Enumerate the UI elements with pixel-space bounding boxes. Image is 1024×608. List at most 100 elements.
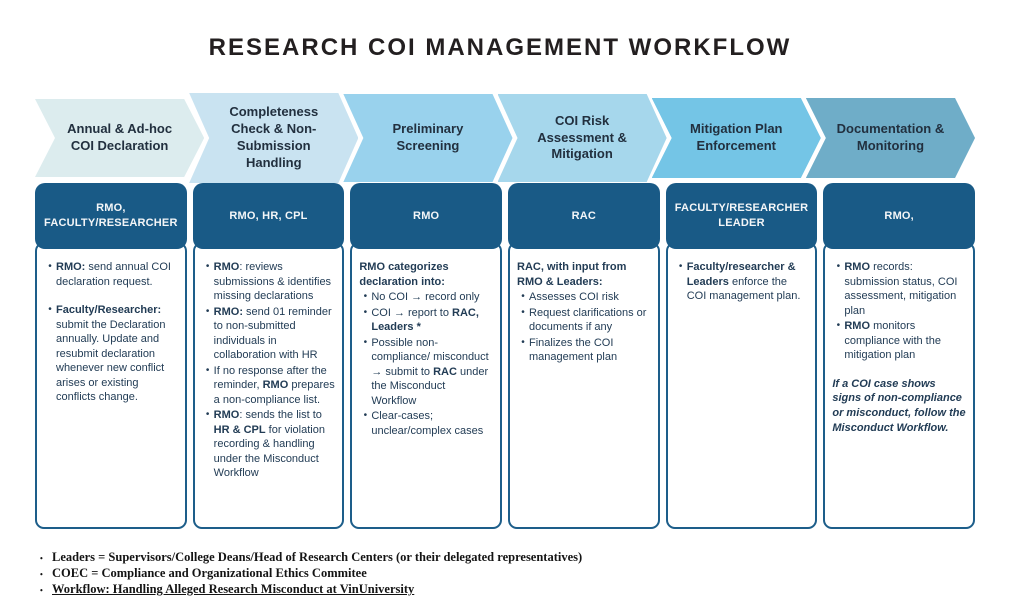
text-segment: HR & CPL — [213, 423, 266, 436]
text-segment: with input from — [543, 261, 627, 273]
text-segment: for violation recording & handling under… — [213, 423, 325, 480]
detail-note: If a COI case shows signs of non-complia… — [832, 377, 966, 436]
stage-detail-box: •RMO records: submission status, COI ass… — [823, 242, 976, 529]
detail-text: RMO: reviews submissions & identifies mi… — [214, 260, 336, 304]
role-line: LEADER — [718, 217, 765, 229]
bullet-dot-icon: • — [205, 364, 210, 376]
stage-column: RMO, •RMO records: submission status, CO… — [823, 183, 976, 529]
bullet-dot-icon: • — [521, 336, 525, 348]
stage-detail-box: •Faculty/researcher & Leaders enforce th… — [665, 242, 818, 529]
bullet-dot-icon: • — [205, 409, 210, 421]
footnote-text: Leaders = Supervisors/College Deans/Head… — [52, 550, 583, 564]
stage-detail-box: RMO categorizes declaration into:•No COI… — [350, 242, 503, 529]
detail-text: RMO monitors compliance with the mitigat… — [844, 319, 966, 363]
detail-text: COI → report to RAC, Leaders * — [371, 306, 493, 335]
text-segment: COI → report to — [371, 306, 453, 319]
detail-bullet: •No COI → record only — [359, 290, 493, 305]
text-segment: RMO: — [56, 261, 86, 273]
stage-role-text: RMO, — [884, 209, 914, 224]
stage-chevron: Preliminary Screening — [343, 94, 512, 182]
stage-chevron: Annual & Ad-hoc COI Declaration — [35, 99, 204, 177]
detail-text: Finalizes the COI management plan — [529, 336, 651, 365]
text-segment: Clear-cases; unclear/complex cases — [371, 410, 484, 437]
detail-bullet: •COI → report to RAC, Leaders * — [359, 306, 493, 335]
text-segment: Request clarifications or documents if a… — [529, 306, 647, 334]
bullet-dot-icon: • — [40, 554, 43, 563]
text-segment: enforce the COI management plan. — [686, 275, 801, 303]
stage-column: RAC RAC, with input from RMO & Leaders: •… — [508, 183, 660, 529]
detail-text: RMO: send annual COI declaration request… — [56, 260, 178, 289]
stage-detail-box: • RMO: reviews submissions & identifies m… — [192, 242, 345, 529]
text-segment: RMO — [844, 320, 871, 333]
stage-chevron-label: Preliminary Screening — [392, 121, 464, 153]
stage-chevron: Completeness Check & Non-Submission Hand… — [189, 93, 358, 183]
text-segment: RAC, — [517, 261, 544, 273]
stage-column: RMO,FACULTY/RESEARCHER • RMO: send annual… — [35, 183, 187, 529]
bullet-dot-icon: • — [836, 261, 841, 272]
detail-bullet: •RMO: send 01 reminder to non-submitted … — [202, 305, 336, 363]
footnote-item: • Leaders = Supervisors/College Deans/Hea… — [40, 549, 1000, 565]
text-segment: Possible non-compliance/ misconduct → su… — [371, 336, 489, 378]
text-segment: Faculty/Researcher: — [56, 304, 162, 317]
footnote-text: COEC = Compliance and Organizational Eth… — [52, 566, 367, 580]
bullet-dot-icon: • — [363, 410, 368, 422]
bullet-dot-icon: • — [678, 261, 683, 272]
bullet-dot-icon: • — [48, 261, 52, 272]
detail-bullet: • Request clarifications or documents if … — [517, 306, 651, 335]
detail-bullet: •Clear-cases; unclear/complex cases — [359, 409, 493, 438]
text-segment: RMO: — [213, 305, 243, 318]
text-segment: RMO & Leaders: — [517, 275, 603, 288]
detail-heading: RMO categorizes declaration into: — [359, 260, 493, 289]
stage-column: FACULTY/RESEARCHER LEADER •Faculty/resear… — [665, 183, 818, 529]
text-segment: RMO — [844, 261, 871, 273]
stage-role-text: FACULTY/RESEARCHER LEADER — [675, 201, 809, 231]
stage-role-box: RMO, HR, CPL — [192, 183, 345, 249]
stage-columns: RMO,FACULTY/RESEARCHER •RMO: send annual… — [35, 183, 976, 529]
text-segment: RMO — [262, 379, 289, 392]
stage-details: • RMO: reviews submissions & identifies m… — [202, 260, 336, 481]
text-segment: Faculty/researcher & Leaders — [686, 261, 796, 288]
stage-role-box: RAC — [508, 183, 660, 249]
detail-bullet: • If no response after the reminder, RMO … — [202, 364, 336, 408]
stage-role-text: RMO,FACULTY/RESEARCHER — [44, 201, 178, 231]
stage-role-text: RMO, HR, CPL — [229, 209, 307, 224]
detail-bullet: •RMO monitors compliance with the mitiga… — [832, 319, 966, 363]
role-line: RMO, — [884, 209, 914, 222]
stage-chevron-label: Completeness Check & Non-Submission Hand… — [229, 104, 319, 170]
text-segment: monitors compliance with the mitigation … — [844, 320, 941, 362]
stage-column: RMO, HR, CPL • RMO: reviews submissions &… — [192, 183, 345, 529]
stage-role-text: RAC — [572, 209, 596, 224]
detail-bullet: •RMO records: submission status, COI ass… — [832, 260, 966, 318]
stage-role-box: RMO — [350, 183, 503, 249]
detail-text: Clear-cases; unclear/complex cases — [371, 409, 493, 438]
text-segment: If no response after the reminder, — [213, 364, 327, 392]
text-segment: RMO categorizes declaration into: — [359, 261, 449, 288]
footnote-item: • Workflow: Handling Alleged Research Mis… — [40, 581, 1000, 597]
role-line: FACULTY/RESEARCHER — [674, 202, 809, 215]
role-line: RMO, HR, CPL — [229, 209, 308, 222]
stage-chevron-label: Documentation & Monitoring — [836, 121, 945, 153]
text-segment: submit the Declaration annually. Update … — [56, 318, 166, 404]
detail-heading: RAC, with input from RMO & Leaders: — [517, 260, 651, 289]
workflow-link[interactable]: Workflow: Handling Alleged Research Misc… — [52, 582, 415, 596]
detail-text: If no response after the reminder, RMO p… — [214, 364, 336, 408]
bullet-dot-icon: • — [205, 305, 210, 317]
text-segment: records: submission status, COI assessme… — [844, 261, 958, 317]
stage-details: RMO categorizes declaration into:•No COI… — [359, 260, 493, 438]
text-segment: RMO — [213, 409, 240, 422]
role-line: RMO, — [96, 202, 126, 215]
bullet-dot-icon: • — [521, 306, 525, 318]
detail-text: No COI → record only — [371, 290, 493, 305]
detail-text: Possible non-compliance/ misconduct → su… — [371, 336, 493, 409]
role-line: RAC — [571, 209, 597, 222]
text-segment: RAC — [433, 365, 457, 378]
stage-details: •RMO records: submission status, COI ass… — [832, 260, 966, 436]
stage-role-box: FACULTY/RESEARCHER LEADER — [665, 183, 818, 249]
bullet-dot-icon: • — [40, 586, 43, 595]
page-title: RESEARCH COI MANAGEMENT WORKFLOW — [208, 34, 792, 61]
stage-chevron: COI Risk Assessment & Mitigation — [498, 94, 667, 182]
text-segment: prepares a non-compliance list. — [213, 379, 335, 406]
text-segment: Assesses COI risk — [529, 291, 619, 304]
text-segment: send annual COI declaration request. — [56, 261, 171, 288]
stage-column: RMO RMO categorizes declaration into:•No… — [350, 183, 503, 529]
